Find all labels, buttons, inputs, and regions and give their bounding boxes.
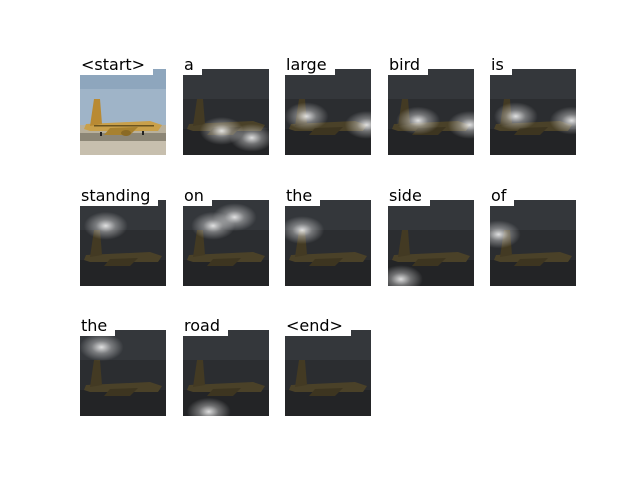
attention-map-image [183,69,269,155]
caption-word: on [183,186,212,206]
caption-word: road [183,316,228,336]
attention-map-image [285,200,371,286]
caption-word: bird [388,55,429,75]
attention-cell: of [490,186,576,286]
attention-cell: side [388,186,474,286]
caption-word: the [80,316,116,336]
attention-cell: standing [80,186,166,286]
attention-cell: the [80,316,166,416]
caption-word: a [183,55,202,75]
attention-map-image [388,200,474,286]
caption-word: is [490,55,512,75]
attention-map-image [388,69,474,155]
caption-word: <end> [285,316,351,336]
attention-cell: <start> [80,55,166,155]
attention-map-image [490,69,576,155]
attention-cell: large [285,55,371,155]
attention-map-image [183,200,269,286]
attention-cell: the [285,186,371,286]
caption-word: large [285,55,335,75]
attention-map-image [285,330,371,416]
attention-cell: a [183,55,269,155]
caption-word: side [388,186,430,206]
attention-map-image [490,200,576,286]
attention-cell: is [490,55,576,155]
caption-word: of [490,186,515,206]
attention-cell: on [183,186,269,286]
caption-word: the [285,186,321,206]
attention-cell: road [183,316,269,416]
attention-cell: <end> [285,316,371,416]
attention-map-image [80,330,166,416]
attention-map-image [80,200,166,286]
attention-cell: bird [388,55,474,155]
original-airplane-image [80,69,166,155]
attention-map-image [285,69,371,155]
caption-word: <start> [80,55,154,75]
attention-map-image [183,330,269,416]
caption-word: standing [80,186,159,206]
